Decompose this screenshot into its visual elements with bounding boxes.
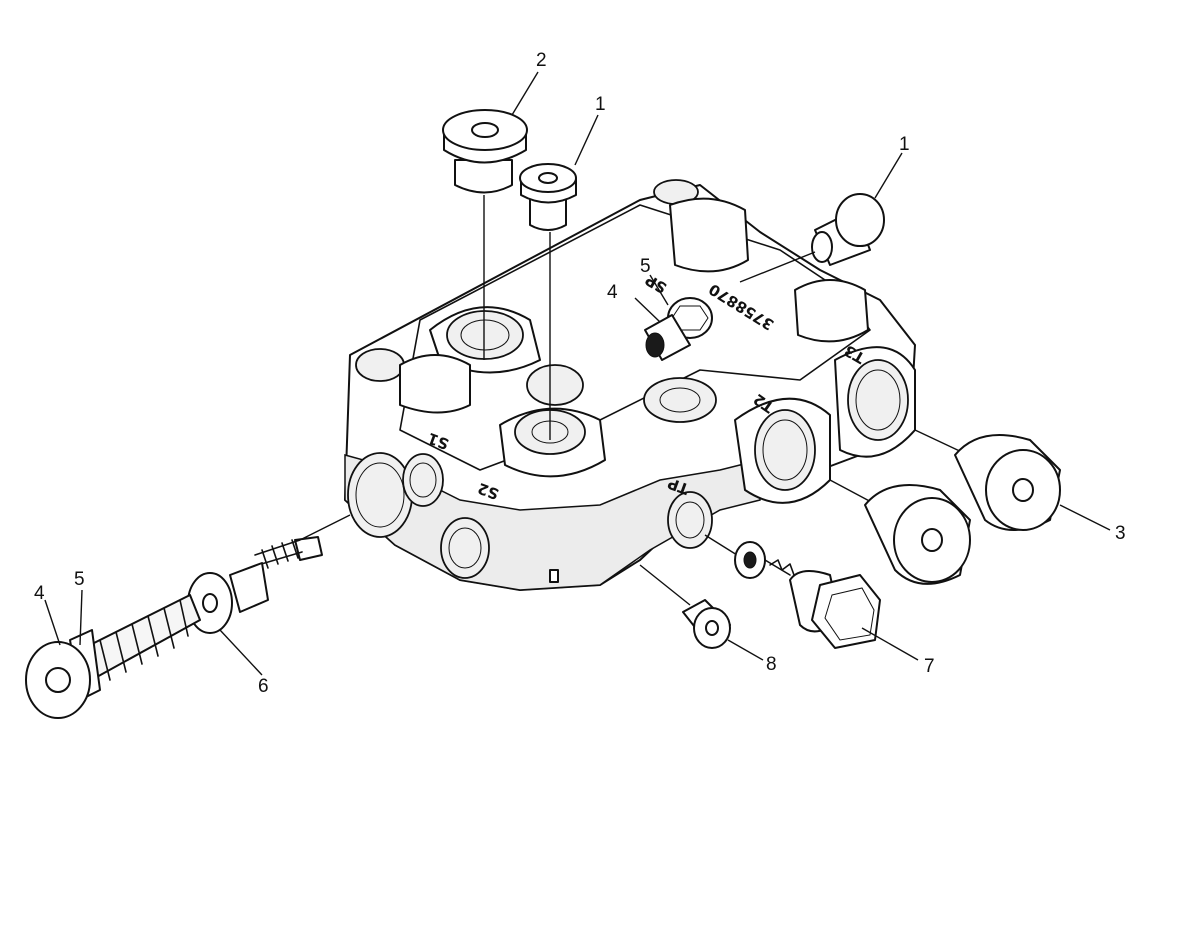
plug-item-3-pair xyxy=(829,429,1061,585)
plug-item-8 xyxy=(639,564,731,649)
plug-item-1-right xyxy=(739,193,885,283)
callout-5-left: 5 xyxy=(74,569,85,590)
callout-4-top: 4 xyxy=(607,282,618,303)
relief-valve-assembly xyxy=(25,514,351,719)
callout-labels: 2 1 1 3 4 5 4 5 6 7 8 xyxy=(34,50,1126,697)
callout-1-top: 1 xyxy=(595,94,606,115)
plug-item-1-top xyxy=(519,163,577,440)
plug-item-2 xyxy=(442,109,528,360)
callout-6: 6 xyxy=(258,676,269,697)
plug-item-7 xyxy=(704,534,881,649)
callout-leaders xyxy=(44,71,1111,676)
callout-4-left: 4 xyxy=(34,583,45,604)
valve-body xyxy=(344,179,916,591)
callout-5-top: 5 xyxy=(640,256,651,277)
callout-2: 2 xyxy=(536,50,547,71)
callout-7: 7 xyxy=(924,656,935,677)
callout-3: 3 xyxy=(1115,523,1126,544)
callout-8: 8 xyxy=(766,654,777,675)
callout-1-right: 1 xyxy=(899,134,910,155)
